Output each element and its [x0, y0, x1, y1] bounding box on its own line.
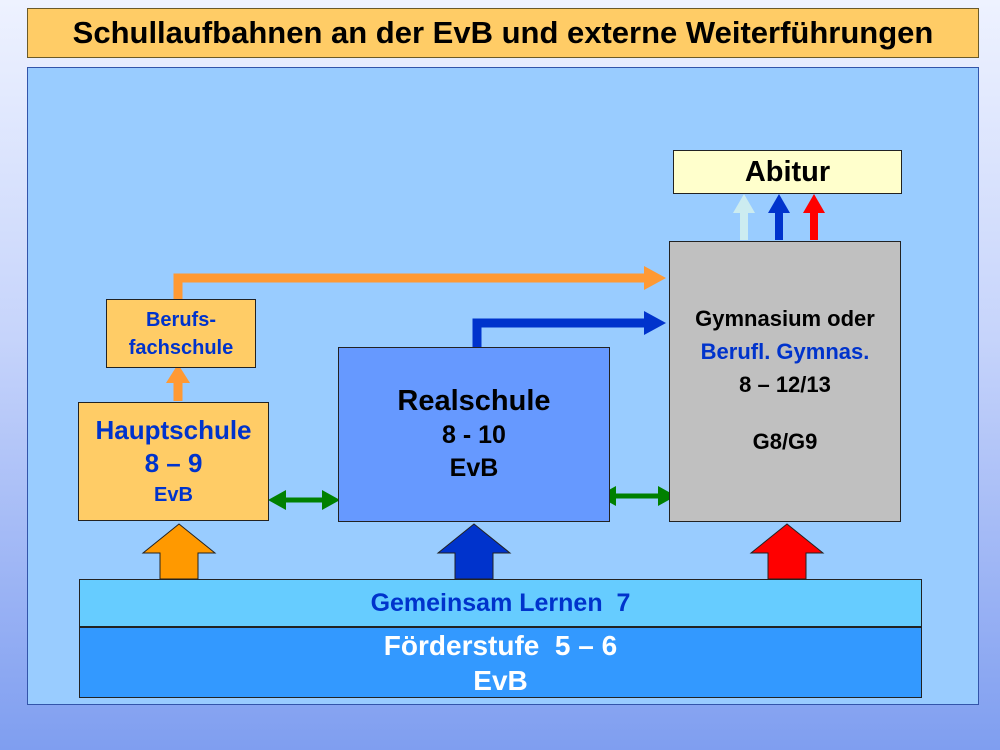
gymnasium-variant: G8/G9 [752, 429, 818, 454]
gemeinsam-lernen-label: Gemeinsam Lernen 7 [370, 588, 631, 617]
arrow-realschule-gymnasium-right-head [658, 486, 676, 506]
abitur-label: Abitur [744, 155, 831, 188]
arrow-abitur-blue-head [768, 194, 790, 213]
abitur-box: Abitur [673, 150, 902, 194]
hauptschule-location: EvB [154, 483, 193, 506]
hauptschule-box: Hauptschule 8 – 9 EvB [78, 402, 269, 521]
berufsfachschule-line2: fachschule [128, 336, 234, 359]
realschule-box: Realschule 8 - 10 EvB [338, 347, 610, 522]
arrow-up-realschule [436, 523, 512, 580]
arrow-berufsfachschule-gymnasium-head [644, 266, 666, 290]
arrow-realschule-gymnasium [472, 318, 648, 347]
realschule-location: EvB [449, 454, 499, 482]
gymnasium-line1: Gymnasium oder [695, 306, 875, 331]
realschule-grades: 8 - 10 [442, 421, 506, 449]
arrow-realschule-gymnasium-head [644, 311, 666, 335]
foerderstufe-bar: Förderstufe 5 – 6 EvB [79, 627, 922, 698]
foerderstufe-name: Förderstufe 5 – 6 [383, 629, 618, 661]
page-title: Schullaufbahnen an der EvB und externe W… [27, 8, 979, 58]
arrow-abitur-lightblue-head [733, 194, 755, 213]
hauptschule-grades: 8 – 9 [144, 447, 203, 478]
berufsfachschule-box: Berufs- fachschule [106, 299, 256, 368]
foerderstufe-location: EvB [473, 664, 528, 696]
hauptschule-name: Hauptschule [95, 414, 252, 445]
arrow-up-gymnasium [749, 523, 825, 580]
arrow-up-hauptschule [141, 523, 217, 580]
arrow-hauptschule-realschule-right-head [322, 490, 340, 510]
arrow-abitur-red-head [803, 194, 825, 213]
gymnasium-grades: 8 – 12/13 [739, 372, 831, 397]
gymnasium-line2: Berufl. Gymnas. [700, 339, 870, 364]
berufsfachschule-line1: Berufs- [145, 308, 216, 331]
arrow-berufsfachschule-gymnasium [173, 273, 648, 299]
gymnasium-box: Gymnasium oder Berufl. Gymnas. 8 – 12/13… [669, 241, 901, 522]
arrow-hauptschule-berufsfachschule-head [166, 364, 190, 383]
arrow-hauptschule-realschule-left-head [268, 490, 286, 510]
gemeinsam-lernen-bar: Gemeinsam Lernen 7 [79, 579, 922, 627]
realschule-name: Realschule [397, 385, 551, 417]
